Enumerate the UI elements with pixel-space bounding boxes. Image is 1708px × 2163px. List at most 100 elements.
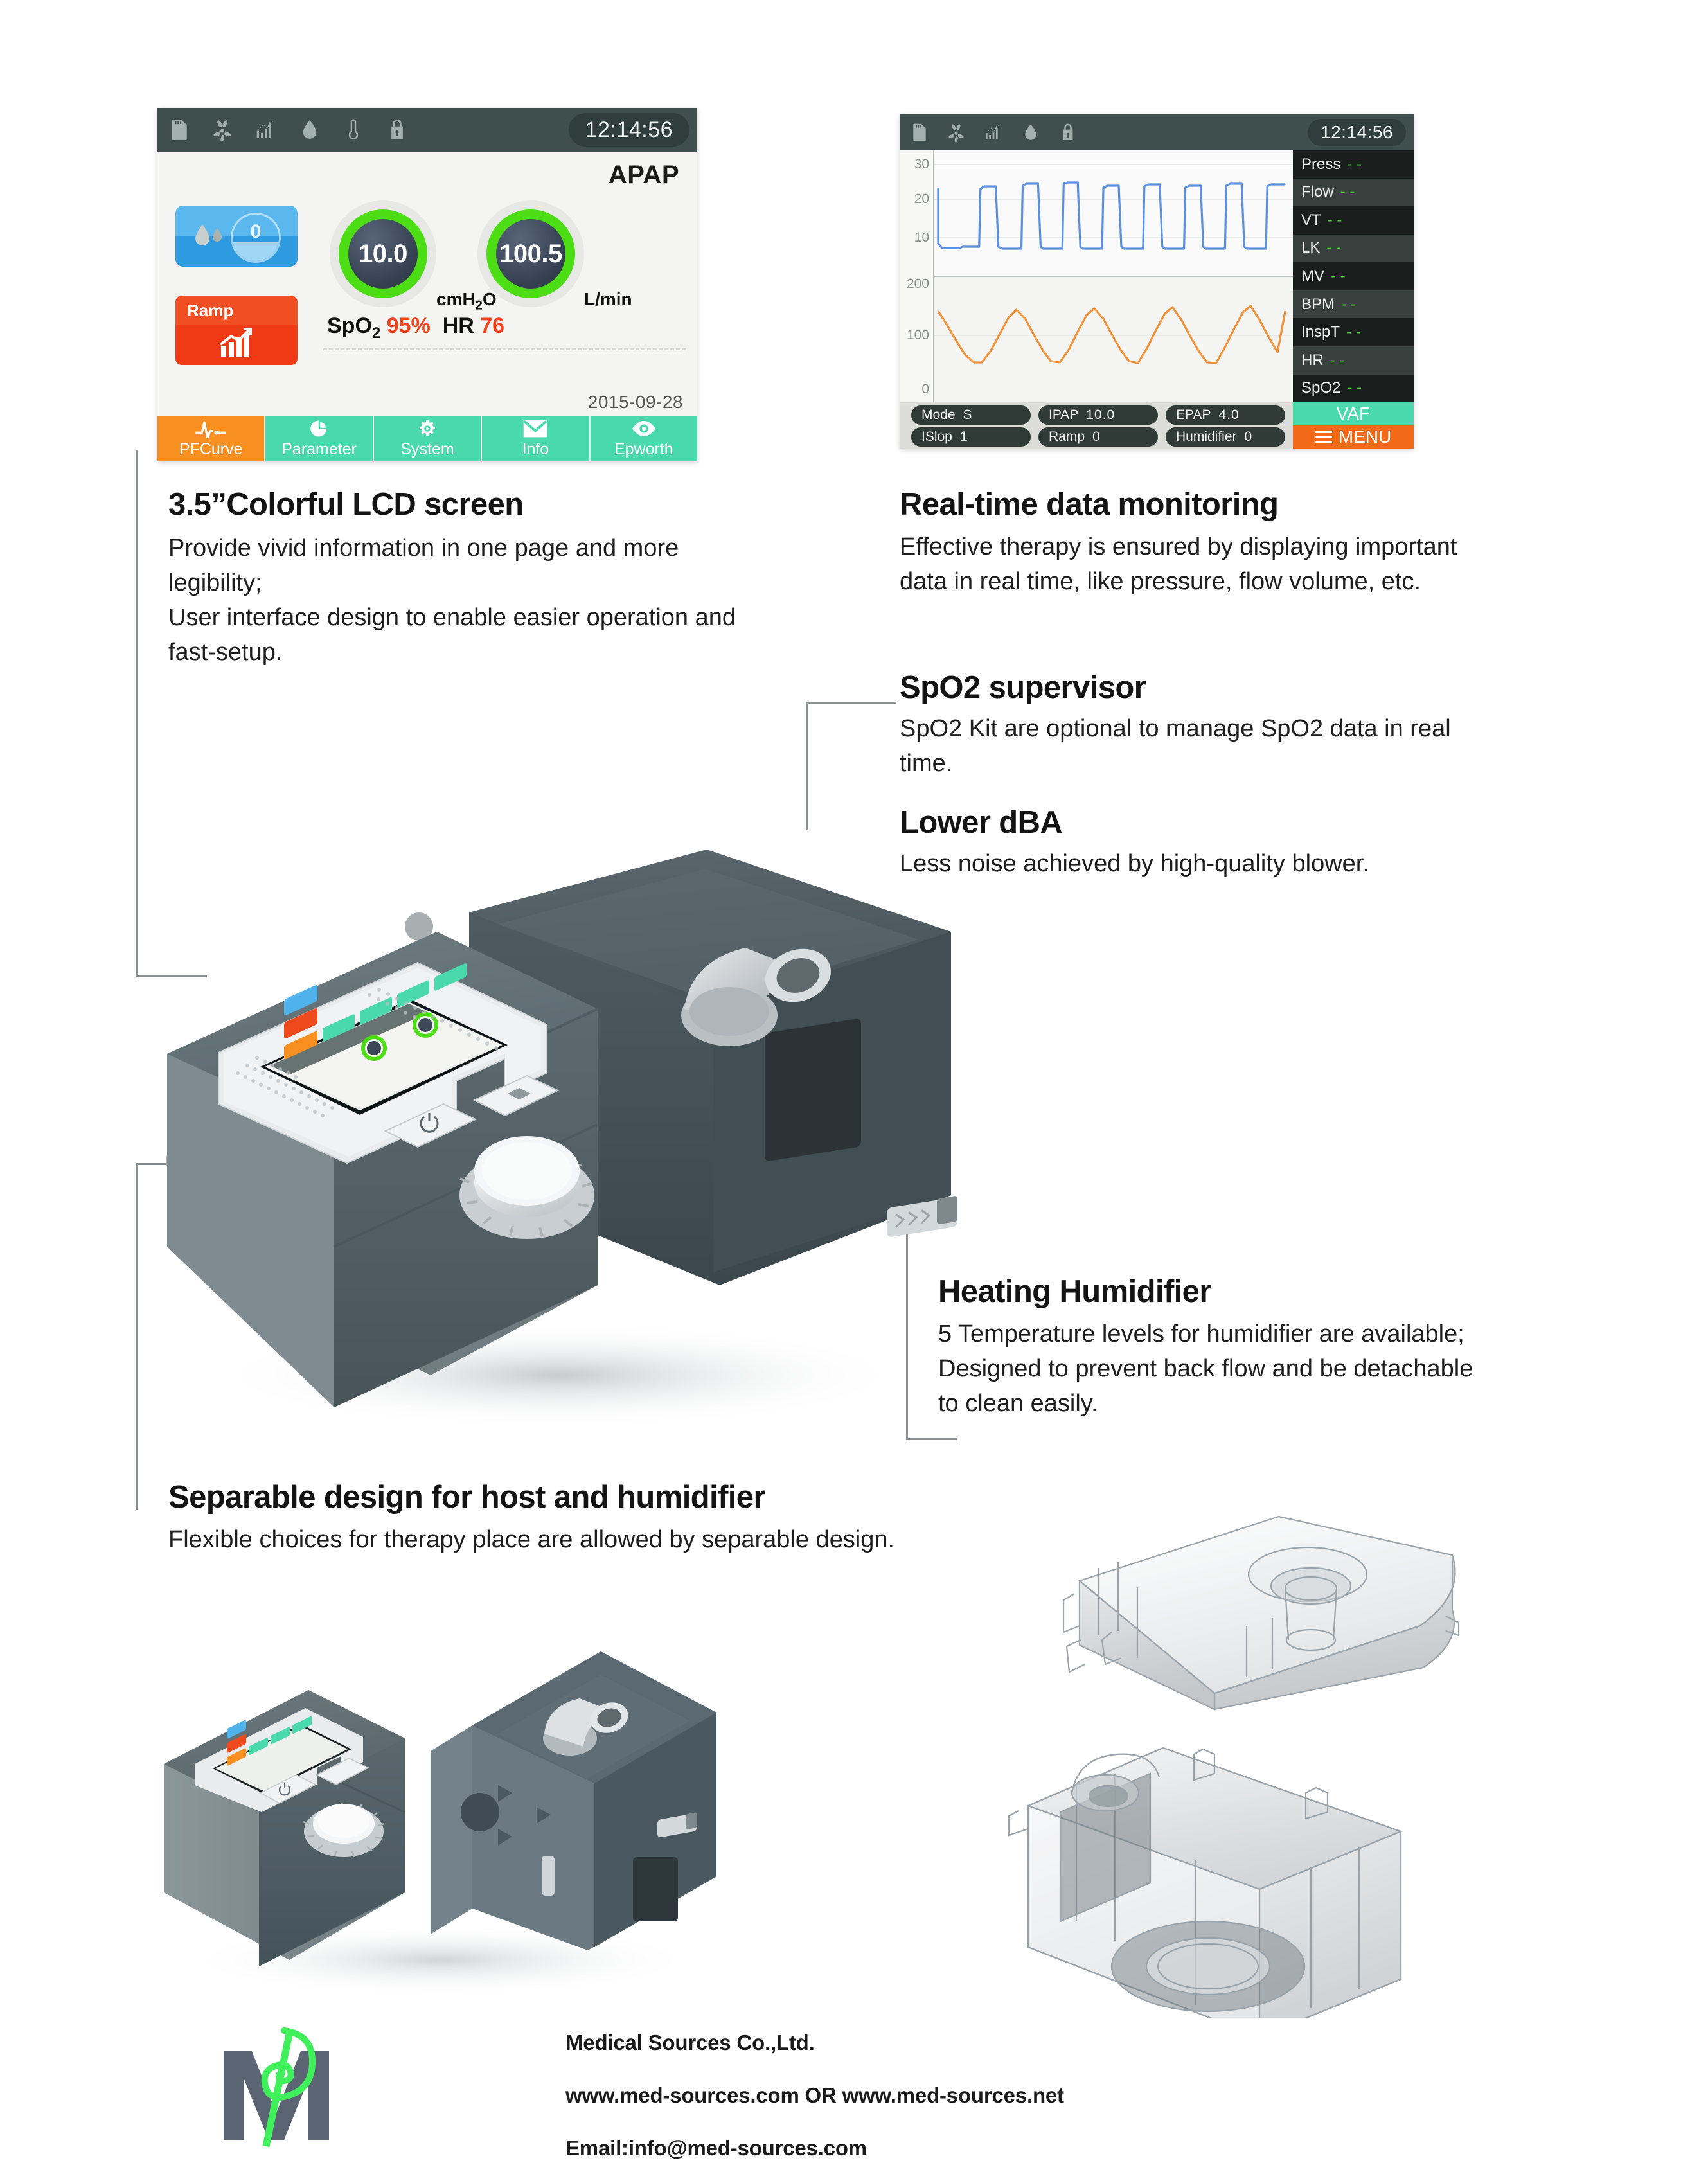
feature-lower-dba: Lower dBA Less noise achieved by high-qu… [900, 806, 1510, 882]
feature-spo2-supervisor: SpO2 supervisor SpO2 Kit are optional to… [900, 670, 1491, 781]
cpap-device-main-photo [148, 797, 1015, 1452]
y-tick: 0 [921, 382, 929, 396]
lock-icon [1058, 122, 1078, 143]
spo2-label: SpO2 [327, 314, 381, 342]
bottom-nav: PFCurve Parameter System Info Epworth [157, 416, 698, 461]
nav-label: Info [522, 440, 549, 458]
flow-gauge: 100.5 [477, 200, 584, 307]
lcd-home-body: APAP 0 Ramp [157, 152, 697, 416]
vaf-button[interactable]: VAF [1293, 402, 1414, 425]
chart-icon [983, 122, 1004, 143]
action-buttons: VAF MENU [1293, 402, 1414, 449]
flow-unit: L/min [584, 289, 632, 309]
chamber-lid [1062, 1515, 1460, 1711]
water-drop-icon [298, 118, 322, 142]
thermometer-icon [341, 118, 366, 142]
data-row-lk: LK- - [1293, 234, 1414, 263]
company-logo [212, 2023, 341, 2151]
vitals-row: SpO2 95% HR 76 [327, 314, 504, 343]
gear-icon [418, 418, 437, 440]
feature-title: Separable design for host and humidifier [168, 1480, 766, 1515]
pressure-gauge: 10.0 [330, 200, 436, 307]
envelope-icon [522, 418, 548, 440]
waveform-icon [195, 418, 227, 440]
divider [323, 348, 686, 350]
mode-label: APAP [608, 161, 679, 189]
pie-chart-icon [310, 418, 329, 440]
feature-title: Lower dBA [900, 805, 1063, 840]
status-bar: 12:14:56 [900, 114, 1414, 150]
nav-item-parameter[interactable]: Parameter [265, 416, 374, 461]
date-display: 2015-09-28 [587, 392, 683, 412]
chamber-tub [1008, 1747, 1403, 2018]
data-panel: Press- - Flow- - VT- - LK- - MV- - BPM- … [1293, 150, 1414, 403]
data-row-inspt: InspT- - [1293, 318, 1414, 346]
flow-value: 100.5 [496, 219, 565, 289]
knob [303, 1802, 385, 1858]
data-row-mv: MV- - [1293, 262, 1414, 290]
status-bar: 12:14:56 [157, 108, 697, 152]
humidifier-chamber-photos [1002, 1472, 1594, 2018]
host-unit [164, 1690, 405, 1966]
separable-units-photo [151, 1600, 729, 2005]
feature-body: Less noise achieved by high-quality blow… [900, 850, 1369, 878]
nav-item-info[interactable]: Info [482, 416, 591, 461]
pressure-value: 10.0 [348, 219, 418, 289]
data-row-bpm: BPM- - [1293, 290, 1414, 319]
y-tick: 100 [906, 328, 929, 343]
nav-item-epworth[interactable]: Epworth [590, 416, 698, 461]
lock-icon [385, 118, 409, 142]
waveform-charts: 30 20 10 200 100 0 [900, 150, 1293, 402]
lcd-screen-home[interactable]: 12:14:56 APAP 0 Ramp [157, 108, 698, 461]
secondary-button [472, 1074, 560, 1117]
sd-card-icon [909, 122, 929, 143]
blower-icon [210, 118, 235, 142]
nav-label: Parameter [281, 440, 357, 458]
callout-line-spo2-vertical [806, 702, 808, 830]
feature-body: Effective therapy is ensured by displayi… [900, 533, 1457, 596]
data-row-flow: Flow- - [1293, 178, 1414, 207]
lcd-screen-monitoring[interactable]: 12:14:56 30 20 10 200 100 0 [900, 114, 1414, 449]
feature-body: SpO2 Kit are optional to manage SpO2 dat… [900, 715, 1451, 778]
eye-icon [630, 418, 657, 440]
y-tick: 200 [906, 276, 929, 291]
company-email[interactable]: Email:info@med-sources.com [565, 2136, 867, 2160]
menu-button[interactable]: MENU [1293, 425, 1414, 449]
feature-lcd-screen: 3.5”Colorful LCD screen Provide vivid in… [168, 488, 772, 670]
feature-title: Heating Humidifier [938, 1274, 1211, 1309]
air-outlet-port [681, 948, 831, 1046]
callout-line-separable-vertical [136, 1163, 138, 1510]
humidifier-tile[interactable]: 0 [175, 206, 298, 267]
pressure-unit: cmH2O [436, 289, 497, 313]
humidifier-unit [431, 1651, 716, 1950]
nav-item-system[interactable]: System [373, 416, 483, 461]
ramp-rising-chart-icon [219, 328, 252, 357]
spo2-value: 95% [386, 314, 431, 338]
data-row-spo2: SpO2- - [1293, 374, 1414, 403]
company-name: Medical Sources Co.,Ltd. [565, 2031, 815, 2054]
clock-display: 12:14:56 [1308, 119, 1406, 146]
clock-display: 12:14:56 [568, 113, 689, 147]
data-row-press: Press- - [1293, 150, 1414, 179]
nav-item-pfcurve[interactable]: PFCurve [157, 416, 266, 461]
callout-line-spo2-horizontal [806, 702, 896, 704]
y-tick: 10 [914, 230, 929, 245]
hr-label: HR [442, 314, 474, 338]
hamburger-icon [1315, 428, 1332, 446]
company-websites[interactable]: www.med-sources.com OR www.med-sources.n… [565, 2083, 1064, 2107]
callout-line-heating-horizontal [906, 1438, 957, 1440]
nav-label: PFCurve [179, 440, 243, 458]
ramp-tile[interactable]: Ramp [175, 296, 298, 365]
feature-title: SpO2 supervisor [900, 670, 1146, 705]
sd-card-icon [166, 118, 191, 142]
power-button [384, 1103, 477, 1148]
data-row-vt: VT- - [1293, 206, 1414, 235]
